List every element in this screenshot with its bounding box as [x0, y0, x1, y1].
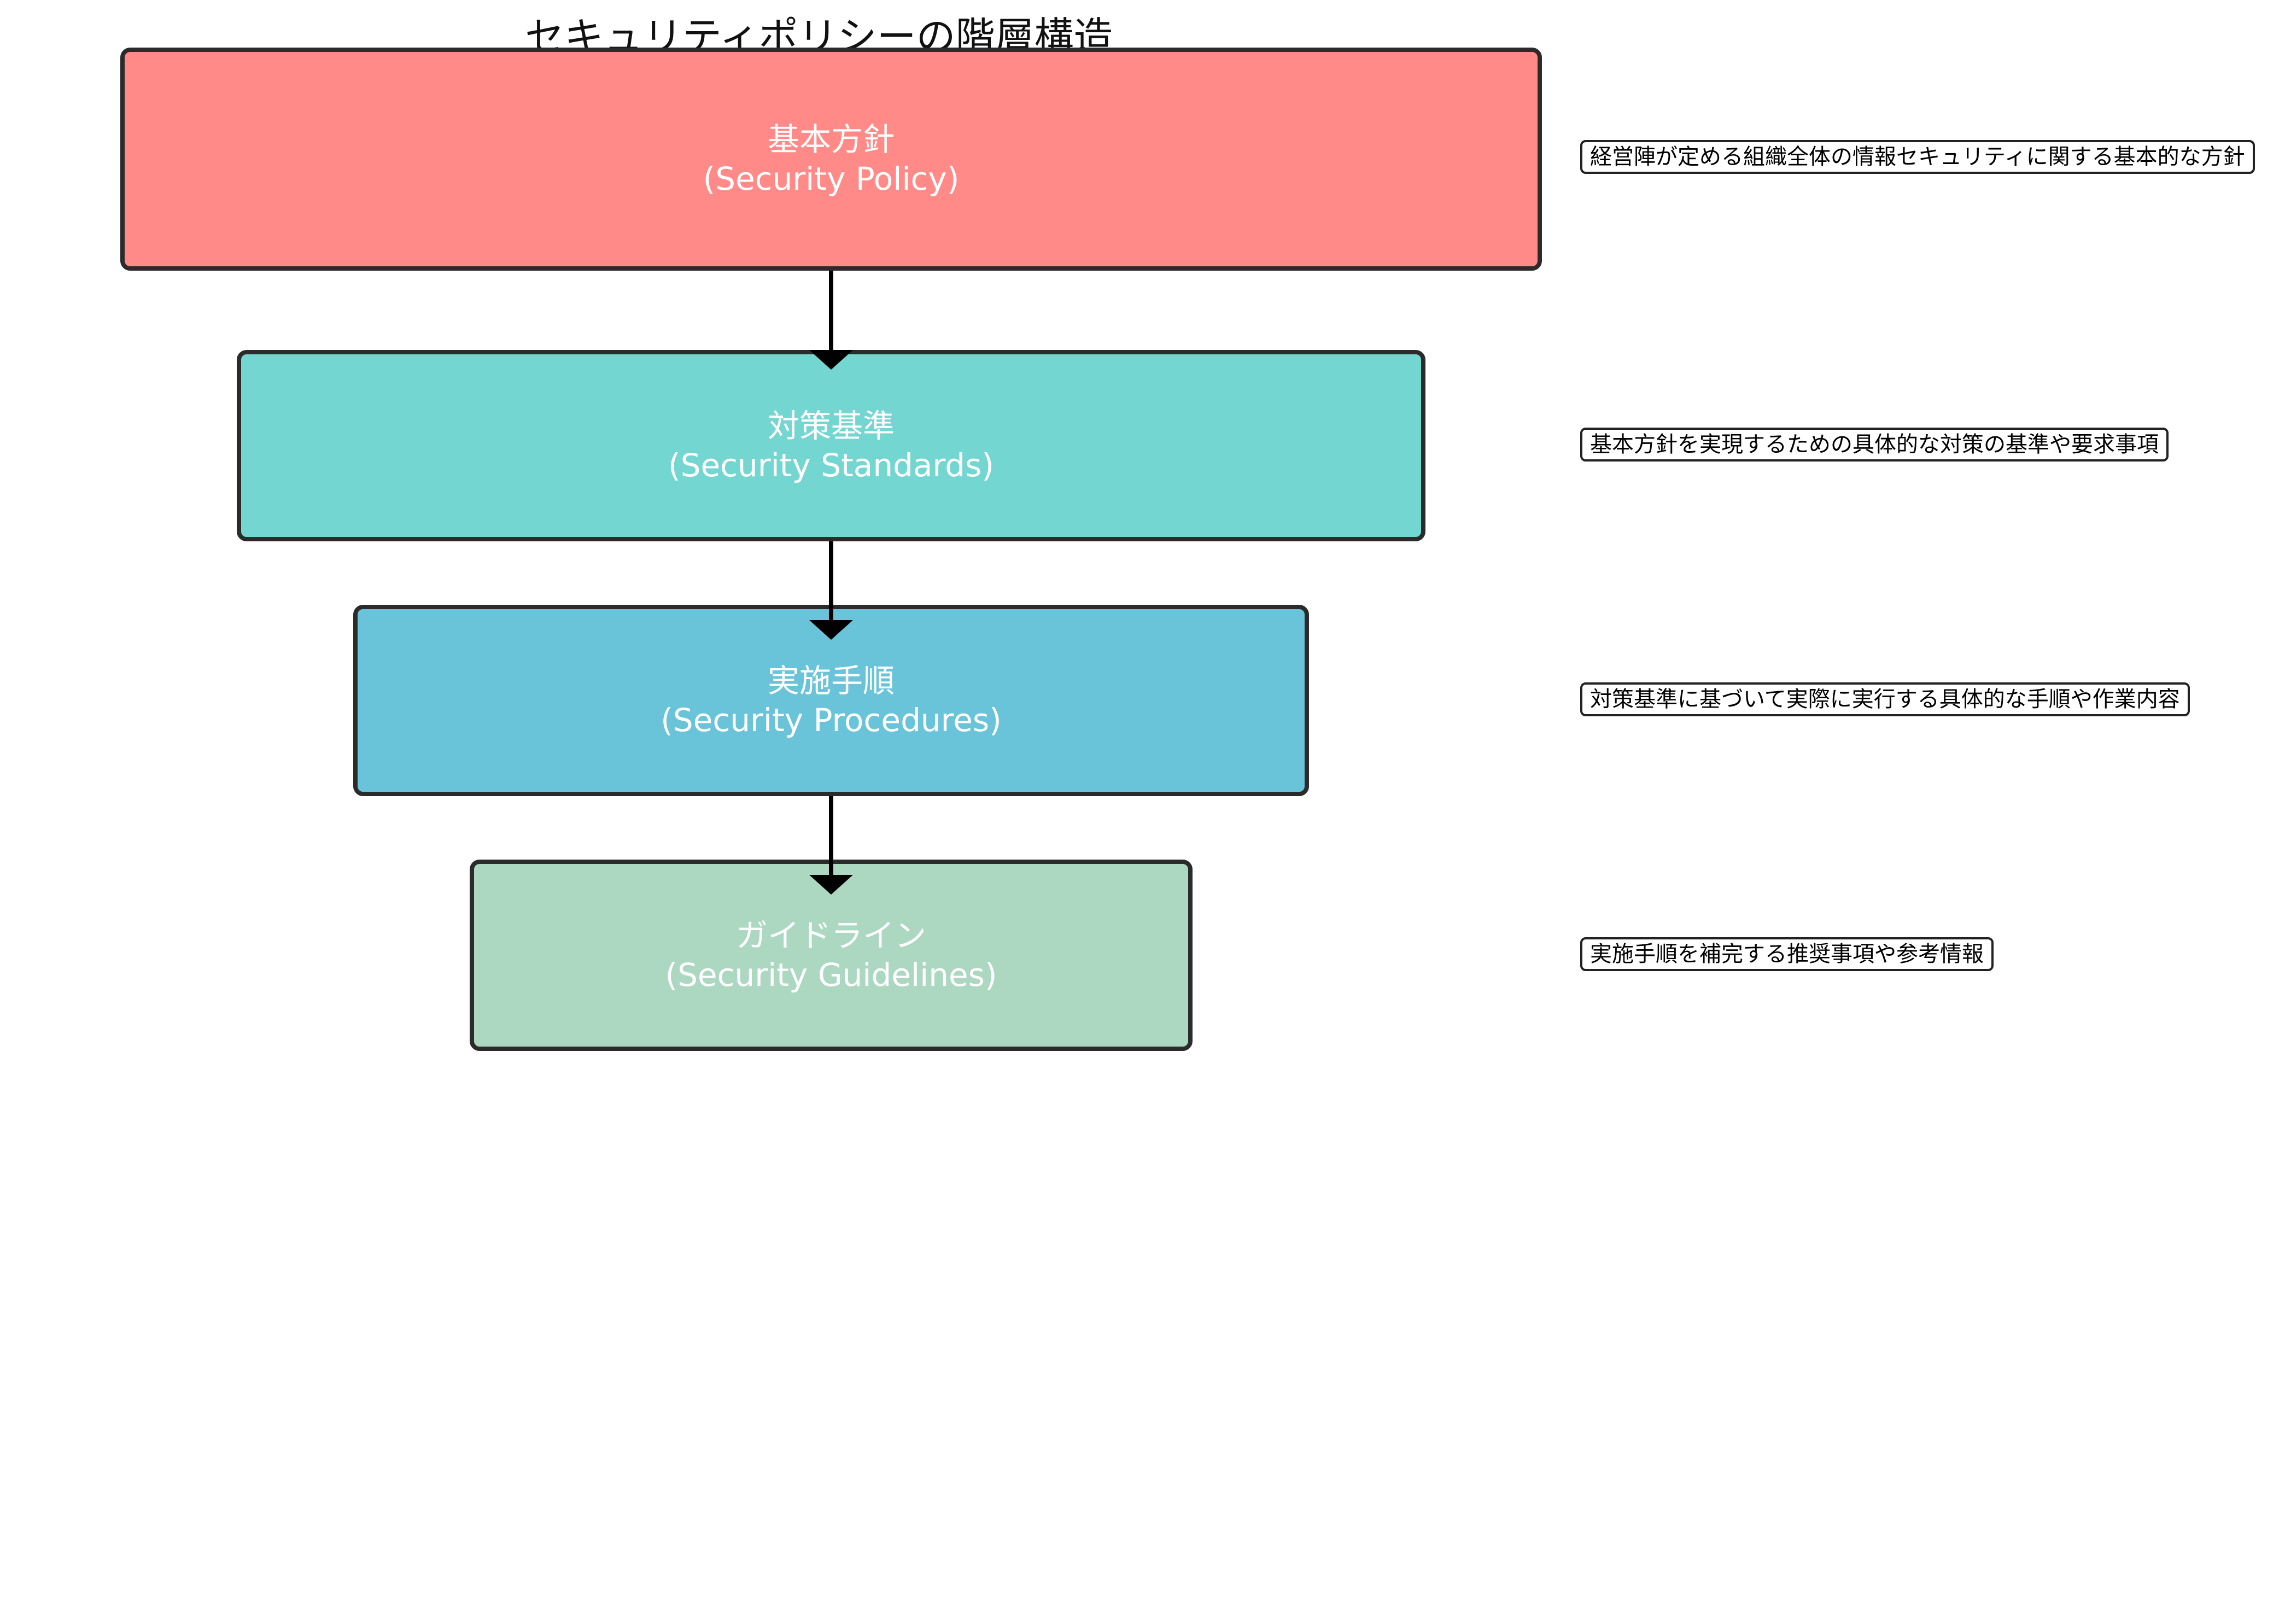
level-label-en: (Security Standards) — [668, 447, 994, 484]
level-label-jp: 基本方針 — [767, 120, 895, 158]
level-box-security-procedures: 実施手順 (Security Procedures) — [353, 605, 1309, 796]
level-label-jp: 対策基準 — [767, 407, 895, 445]
description-security-guidelines: 実施手順を補完する推奨事項や参考情報 — [1580, 937, 1994, 971]
level-box-security-guidelines: ガイドライン (Security Guidelines) — [470, 860, 1193, 1051]
level-label-en: (Security Procedures) — [661, 702, 1002, 739]
level-box-security-standards: 対策基準 (Security Standards) — [237, 350, 1425, 541]
level-label-jp: 実施手順 — [767, 662, 895, 699]
description-security-standards: 基本方針を実現するための具体的な対策の基準や要求事項 — [1580, 428, 2169, 462]
level-label-jp: ガイドライン — [735, 916, 926, 954]
description-security-policy: 経営陣が定める組織全体の情報セキュリティに関する基本的な方針 — [1580, 140, 2255, 174]
description-security-procedures: 対策基準に基づいて実際に実行する具体的な手順や作業内容 — [1580, 682, 2190, 716]
level-label-en: (Security Policy) — [703, 160, 960, 197]
level-box-security-policy: 基本方針 (Security Policy) — [120, 48, 1542, 271]
level-label-en: (Security Guidelines) — [665, 956, 997, 994]
